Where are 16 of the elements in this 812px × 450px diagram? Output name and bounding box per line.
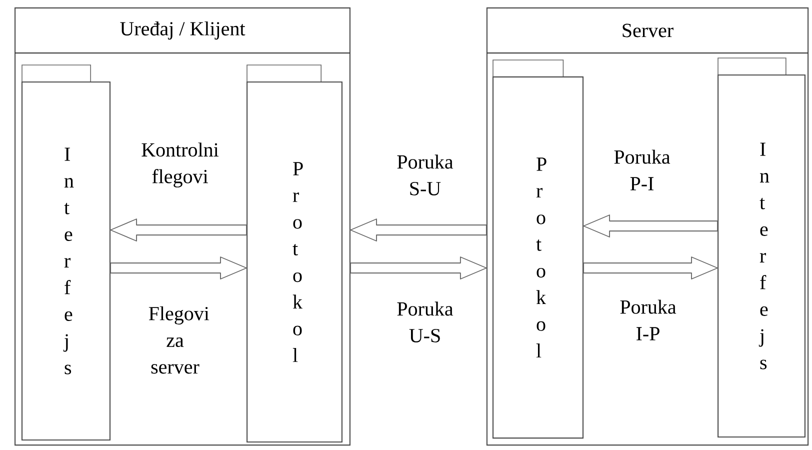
block-arrow [110,218,247,242]
block-arrow [583,256,718,280]
edge-label: Poruka S-U [387,153,463,197]
block-arrow [350,256,487,280]
edge-label: Flegovi za server [147,304,210,376]
edge-label: Poruka U-S [387,300,463,344]
edge-label: Poruka I-P [610,298,686,342]
component-box: Protokol [492,60,584,439]
edge-label: Kontrolni flegovi [138,141,222,189]
block-arrow [350,218,487,242]
block-arrow [110,256,247,280]
edge-label: Poruka P-I [604,148,680,192]
component-box: Protokol [246,64,342,443]
component-box: Interfejs [21,64,111,441]
component-box: Interfejs [718,58,806,438]
block-arrow [583,214,718,238]
